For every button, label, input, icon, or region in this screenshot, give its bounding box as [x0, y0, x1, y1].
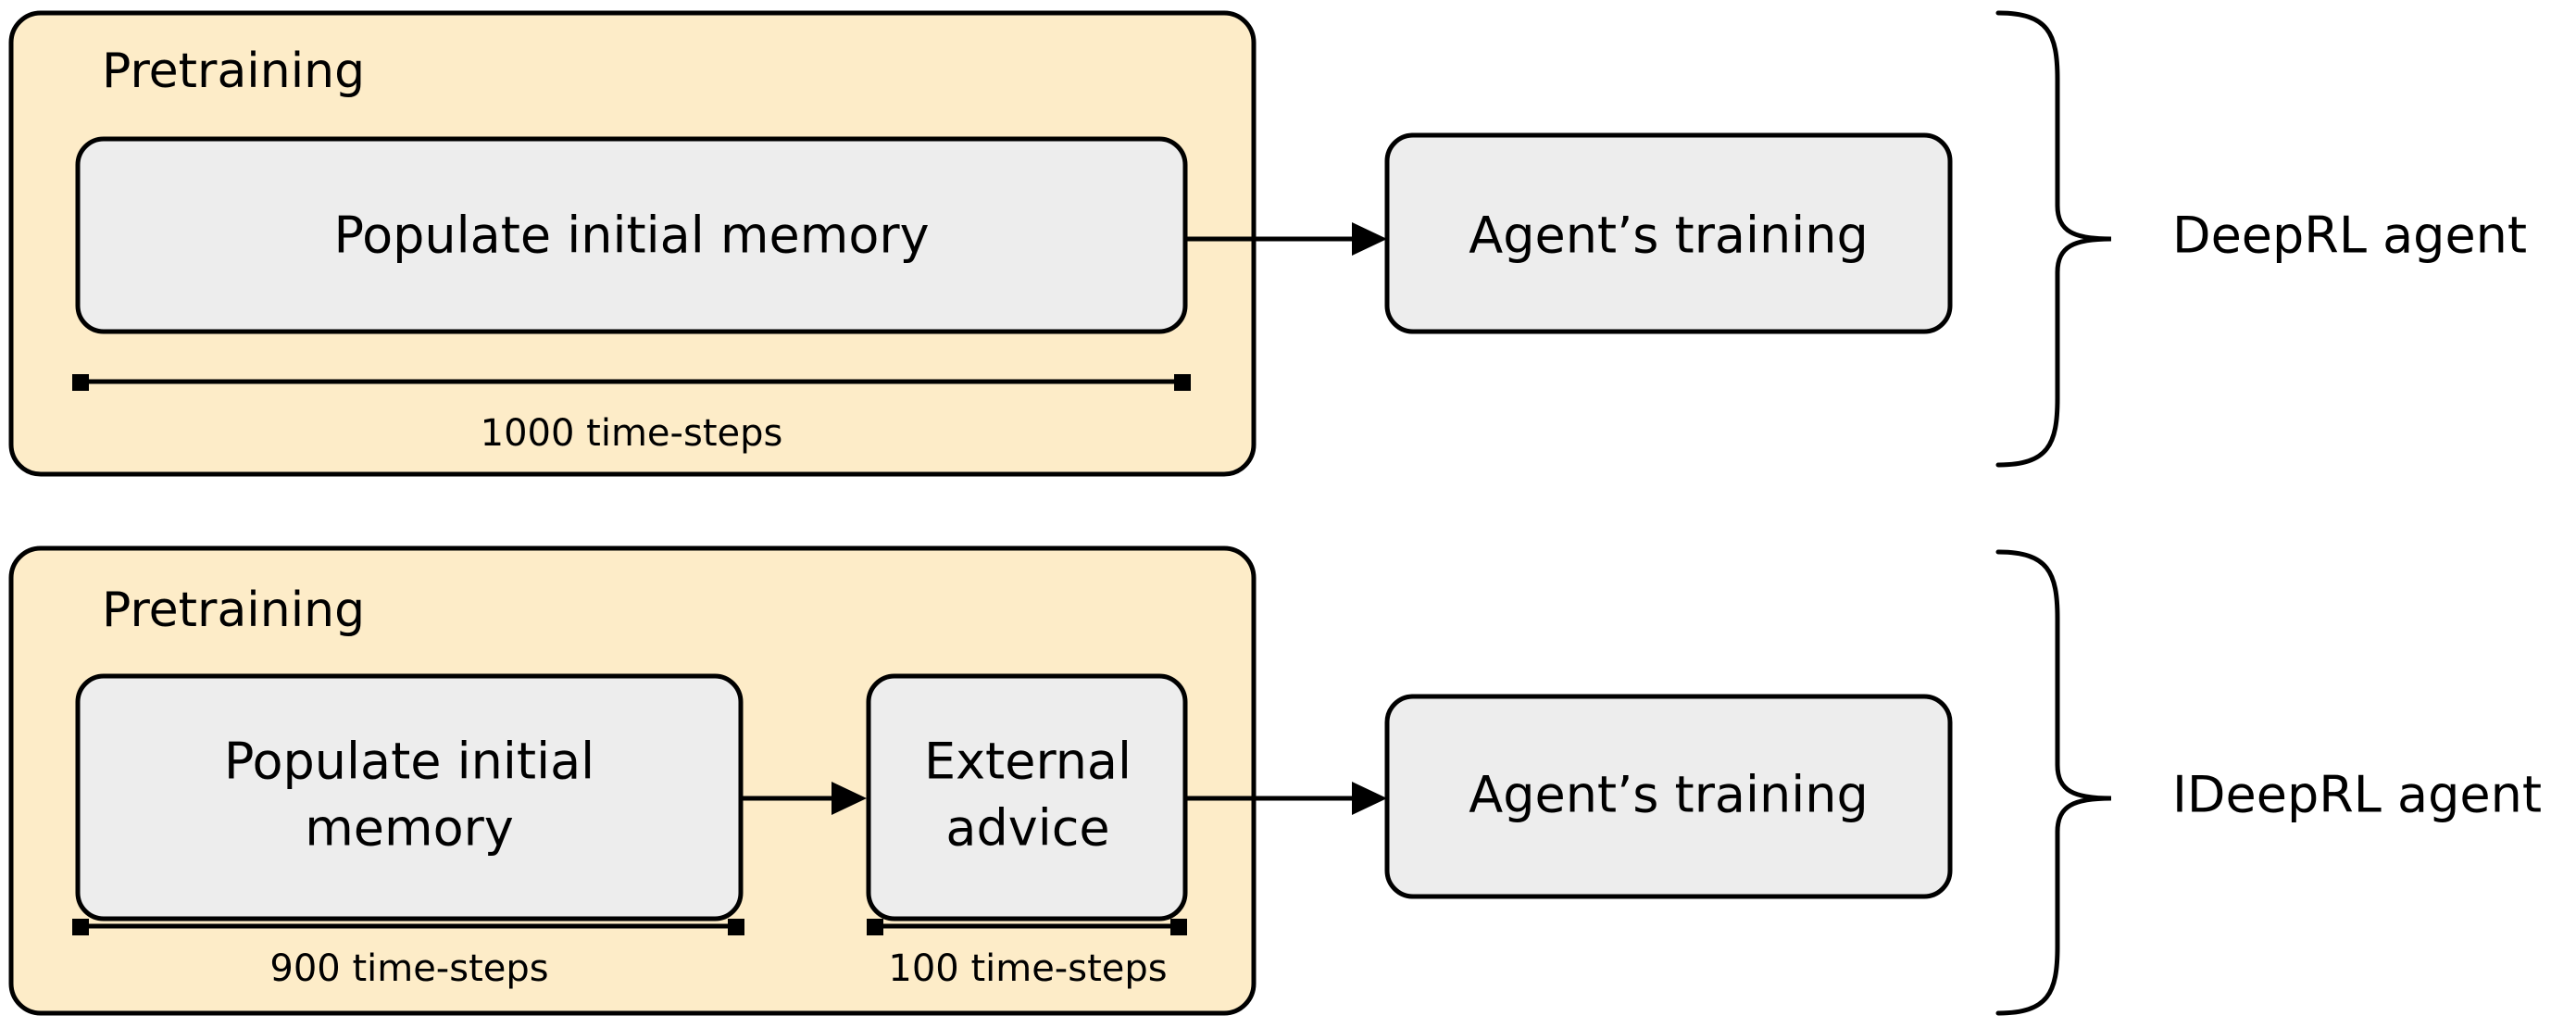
- stage-label-external-advice-line1: External: [924, 733, 1132, 791]
- dimension-cap-right-900: [728, 919, 744, 935]
- agent-training-box-ideeprl: [1384, 694, 1953, 899]
- stage-box-external-advice: [866, 673, 1188, 921]
- row-deeprl: Pretraining Populate initial memory 1000…: [8, 10, 2527, 477]
- stage-label-populate-memory-deeprl: Populate initial memory: [333, 207, 929, 265]
- dimension-cap-left-900: [72, 919, 89, 935]
- brace-label-deeprl: DeepRL agent: [2172, 207, 2527, 265]
- stage-box-populate-memory-deeprl: [75, 136, 1188, 334]
- connector-advice-to-training-ideeprl: [1185, 782, 1387, 815]
- row-ideeprl: Pretraining Populate initial memory Exte…: [8, 545, 2542, 1016]
- dimension-cap-right-1000: [1174, 374, 1191, 391]
- agent-training-label-ideeprl: Agent’s training: [1469, 766, 1869, 824]
- dimension-label-1000: 1000 time-steps: [481, 412, 783, 455]
- brace-ideeprl: [1995, 549, 2112, 1016]
- arrowhead-ideeprl: [1352, 782, 1387, 815]
- dimension-label-100: 100 time-steps: [888, 947, 1167, 990]
- pretraining-title-ideeprl: Pretraining: [102, 583, 365, 638]
- connector-populate-to-advice-ideeprl: [743, 782, 867, 815]
- stage-label-populate-memory-ideeprl-line2: memory: [305, 799, 514, 858]
- pretraining-title-deeprl: Pretraining: [102, 44, 365, 99]
- arrowhead-stage-ideeprl: [832, 782, 867, 815]
- stage-label-populate-memory-ideeprl-line1: Populate initial: [224, 733, 594, 791]
- dimension-bar-900: 900 time-steps: [72, 919, 744, 990]
- agent-training-label-deeprl: Agent’s training: [1469, 207, 1869, 265]
- dimension-cap-left-100: [867, 919, 883, 935]
- arrowhead-deeprl: [1352, 222, 1387, 256]
- dimension-cap-right-100: [1170, 919, 1187, 935]
- connector-populate-to-training-deeprl: [1185, 222, 1387, 256]
- dimension-bar-100: 100 time-steps: [867, 919, 1187, 990]
- stage-box-populate-memory-ideeprl: [75, 673, 744, 921]
- dimension-cap-left-1000: [72, 374, 89, 391]
- dimension-bar-1000-deeprl: 1000 time-steps: [72, 374, 1191, 455]
- brace-label-ideeprl: IDeepRL agent: [2172, 766, 2542, 824]
- stage-label-external-advice-line2: advice: [945, 799, 1109, 858]
- brace-deeprl: [1995, 10, 2112, 468]
- dimension-label-900: 900 time-steps: [269, 947, 548, 990]
- agent-training-box-deeprl: [1384, 132, 1953, 334]
